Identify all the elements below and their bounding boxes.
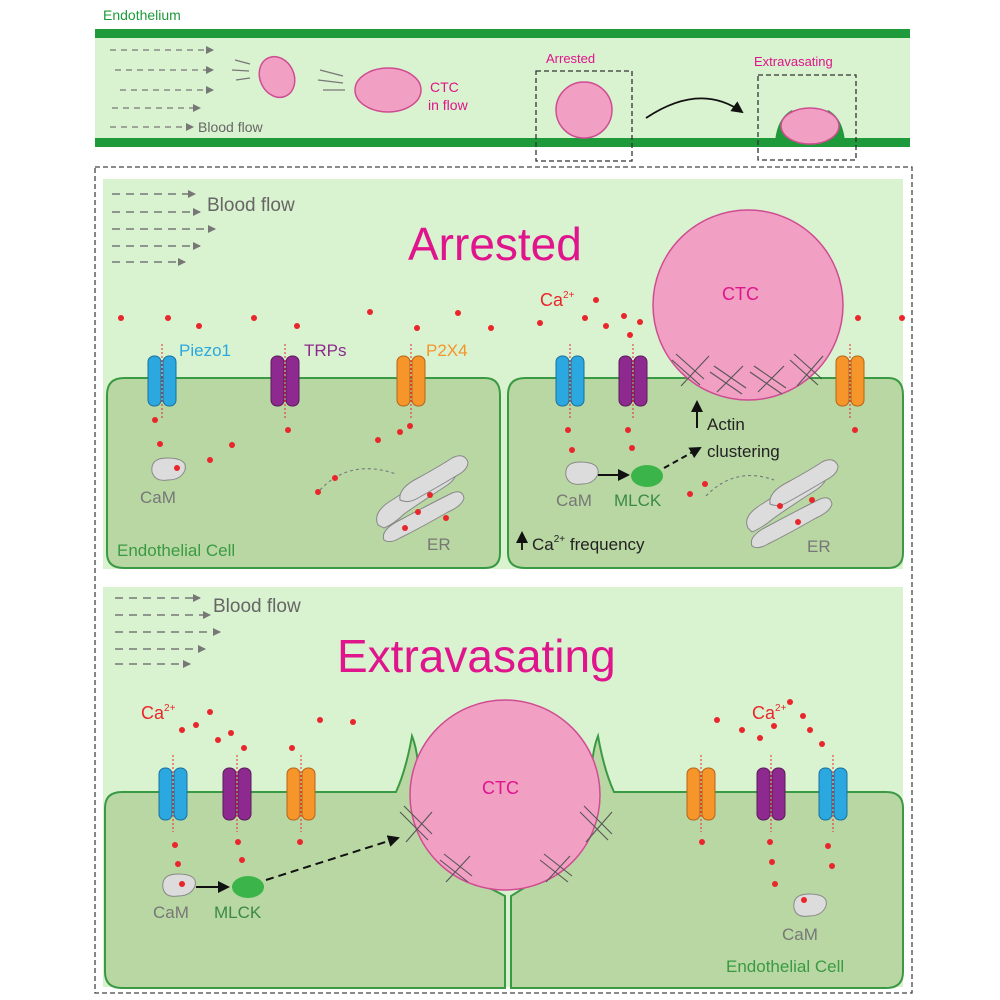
- extravasating-panel: Blood flow Extravasating CTC: [103, 587, 904, 989]
- actin-label-line2: clustering: [707, 442, 780, 461]
- endothelial-cell-label-extravasating: Endothelial Cell: [726, 957, 844, 976]
- arrested-ctc: [652, 209, 844, 401]
- overview-arrested-label: Arrested: [546, 51, 595, 66]
- calmodulin-icon-extravasating: [162, 873, 196, 897]
- er-label-right: ER: [807, 537, 831, 556]
- p2x4-label: P2X4: [426, 341, 468, 360]
- mlck-to-actin-arrow-extravasating: [265, 835, 400, 881]
- motion-streaks: [231, 59, 345, 91]
- mlck-to-actin-arrow: [663, 447, 702, 469]
- ctc-in-flow-large: [354, 67, 422, 113]
- arrested-calcium-flux: [161, 344, 851, 418]
- mlck-icon: [631, 465, 663, 487]
- piezo1-channel: [147, 355, 177, 407]
- arrested-inset-box: [535, 70, 633, 162]
- calmodulin-icon: [151, 457, 186, 481]
- endoplasmic-reticulum-icon: [376, 455, 469, 543]
- trps-label: TRPs: [304, 341, 347, 360]
- trp-channel: [270, 355, 300, 407]
- ctc-in-flow-label-line1: CTC: [430, 79, 459, 95]
- extravasating-calcium-label-left: Ca2+: [141, 703, 176, 723]
- calmodulin-label-extravasating-right: CaM: [782, 925, 818, 944]
- overview-extravasating-label: Extravasating: [754, 54, 833, 69]
- piezo1-label: Piezo1: [179, 341, 231, 360]
- arrested-ctc-label: CTC: [722, 284, 759, 304]
- endothelial-cell-label-arrested: Endothelial Cell: [117, 541, 235, 560]
- extravasating-ctc-label: CTC: [482, 778, 519, 798]
- arrested-ctc-small: [555, 81, 613, 139]
- trp-channel-extravasating: [222, 767, 252, 821]
- extravasating-calcium-ions: [172, 699, 835, 903]
- calcium-frequency-label: Ca2+ frequency: [532, 534, 645, 554]
- er-label-left: ER: [427, 535, 451, 554]
- calmodulin-label-extravasating: CaM: [153, 903, 189, 922]
- overview-vessel: Endothelium Blood flow CTC in flow Arres…: [95, 7, 910, 162]
- actin-filaments-extravasating: [399, 805, 613, 883]
- calmodulin-label-right: CaM: [556, 491, 592, 510]
- endothelium-label: Endothelium: [103, 7, 181, 23]
- detail-frame: [94, 166, 913, 994]
- overview-flow-arrows: [110, 46, 214, 131]
- overview-blood-flow-label: Blood flow: [198, 119, 263, 135]
- ctc-in-flow-label-line2: in flow: [428, 97, 469, 113]
- p2x4-channel-right: [835, 355, 865, 407]
- extravasating-title: Extravasating: [337, 630, 616, 682]
- mlck-icon-extravasating: [232, 876, 264, 898]
- actin-filaments: [671, 353, 824, 395]
- p2x4-channel-extravasating: [286, 767, 316, 821]
- arrested-calcium-label: Ca2+: [540, 290, 575, 310]
- vessel-lumen: [95, 34, 910, 145]
- extravasating-calcium-flux: [172, 755, 834, 832]
- trp-channel-extravasating-right: [756, 767, 786, 821]
- p2x4-channel: [396, 355, 426, 407]
- piezo1-channel-extravasating: [158, 767, 188, 821]
- extravasating-flow-arrows: [115, 594, 221, 668]
- arrested-flow-arrows: [112, 190, 216, 266]
- extravasating-ctc-small: [780, 107, 840, 145]
- extravasating-ctc: [409, 699, 601, 891]
- trp-channel-right: [618, 355, 648, 407]
- arrested-blood-flow-label: Blood flow: [207, 195, 295, 216]
- calmodulin-label-left: CaM: [140, 488, 176, 507]
- er-release-path-left: [319, 468, 397, 491]
- ctc-in-flow-small: [258, 55, 296, 99]
- piezo1-channel-right: [555, 355, 585, 407]
- arrested-calcium-ions: [118, 297, 905, 531]
- vessel-bottom-wall: [95, 138, 910, 147]
- progression-arrow: [645, 97, 744, 119]
- calmodulin-icon-right: [565, 461, 599, 485]
- arrested-panel: Blood flow Arrested CTC: [103, 179, 905, 569]
- p2x4-channel-extravasating-right: [686, 767, 716, 821]
- er-release-path-right: [705, 475, 775, 497]
- vessel-top-wall: [95, 29, 910, 38]
- mlck-label-arrested: MLCK: [614, 491, 662, 510]
- extravasating-inset-box: [757, 74, 857, 161]
- extravasating-calcium-label-right: Ca2+: [752, 703, 787, 723]
- arrested-title: Arrested: [408, 218, 582, 270]
- mlck-label-extravasating: MLCK: [214, 903, 262, 922]
- endoplasmic-reticulum-icon-right: [746, 459, 839, 549]
- actin-label-line1: Actin: [707, 415, 745, 434]
- piezo1-channel-extravasating-right: [818, 767, 848, 821]
- extravasating-blood-flow-label: Blood flow: [213, 596, 301, 617]
